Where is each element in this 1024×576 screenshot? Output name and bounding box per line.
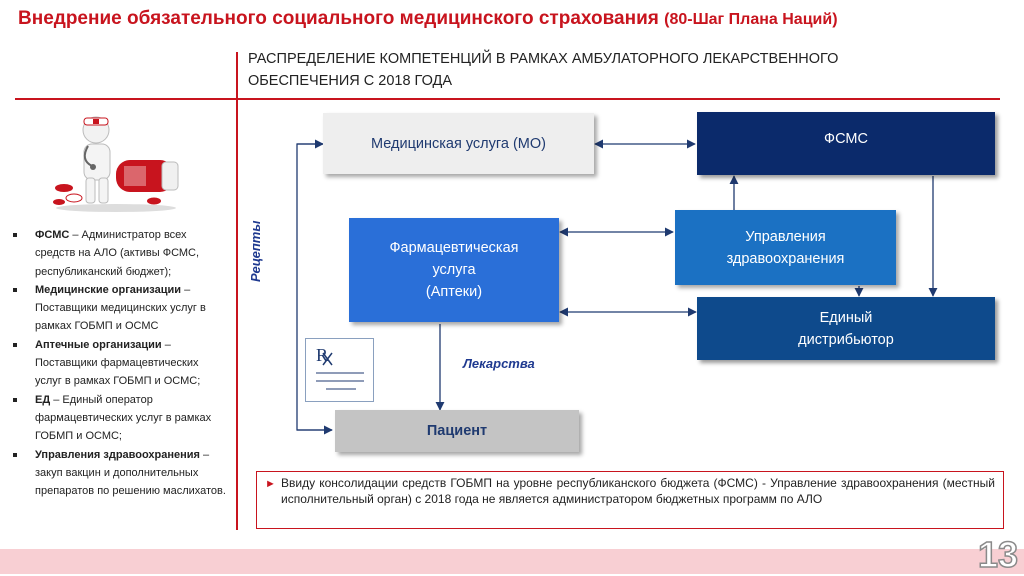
legend-item-fsms: ФСМС – Администратор всех средств на АЛО… <box>8 226 228 281</box>
header-divider <box>15 98 1000 100</box>
title-suffix: (80-Шаг Плана Наций) <box>664 11 838 28</box>
svg-text:R: R <box>316 345 328 365</box>
legend-item-single-distributor: ЕД – Единый оператор фармацевтических ус… <box>8 391 228 446</box>
fsms-box: ФСМС <box>697 112 995 175</box>
recipes-label: Рецепты <box>248 220 263 282</box>
health-departments-box: Управления здравоохранения <box>675 210 896 285</box>
title-main: Внедрение обязательного социального меди… <box>18 8 659 29</box>
column-divider <box>236 52 238 530</box>
doctor-pills-illustration <box>53 116 179 212</box>
pharma-service-box: Фармацевтическая услуга (Аптеки) <box>349 218 559 322</box>
note-text: Ввиду консолидации средств ГОБМП на уров… <box>281 476 995 506</box>
footer-band <box>0 549 1024 574</box>
page-number: 13 <box>977 533 1019 576</box>
legend-item-medical-orgs: Медицинские организации – Поставщики мед… <box>8 281 228 336</box>
triangle-bullet-icon: ► <box>265 478 276 490</box>
note-box: ► Ввиду консолидации средств ГОБМП на ур… <box>256 471 1004 529</box>
diagram-subtitle: Распределение компетенций в рамках амбул… <box>248 51 839 89</box>
patient-box: Пациент <box>335 410 579 452</box>
legend-item-health-departments: Управления здравоохранения – закуп вакци… <box>8 446 228 501</box>
medical-service-box: Медицинская услуга (МО) <box>323 113 594 174</box>
single-distributor-box: Единый дистрибьютор <box>697 297 995 360</box>
medicine-label: Лекарства <box>463 356 535 371</box>
legend: ФСМС – Администратор всех средств на АЛО… <box>8 226 228 500</box>
prescription-icon: R <box>305 338 374 402</box>
legend-item-pharmacy-orgs: Аптечные организации – Поставщики фармац… <box>8 336 228 391</box>
page-title: Внедрение обязательного социального меди… <box>18 8 838 30</box>
